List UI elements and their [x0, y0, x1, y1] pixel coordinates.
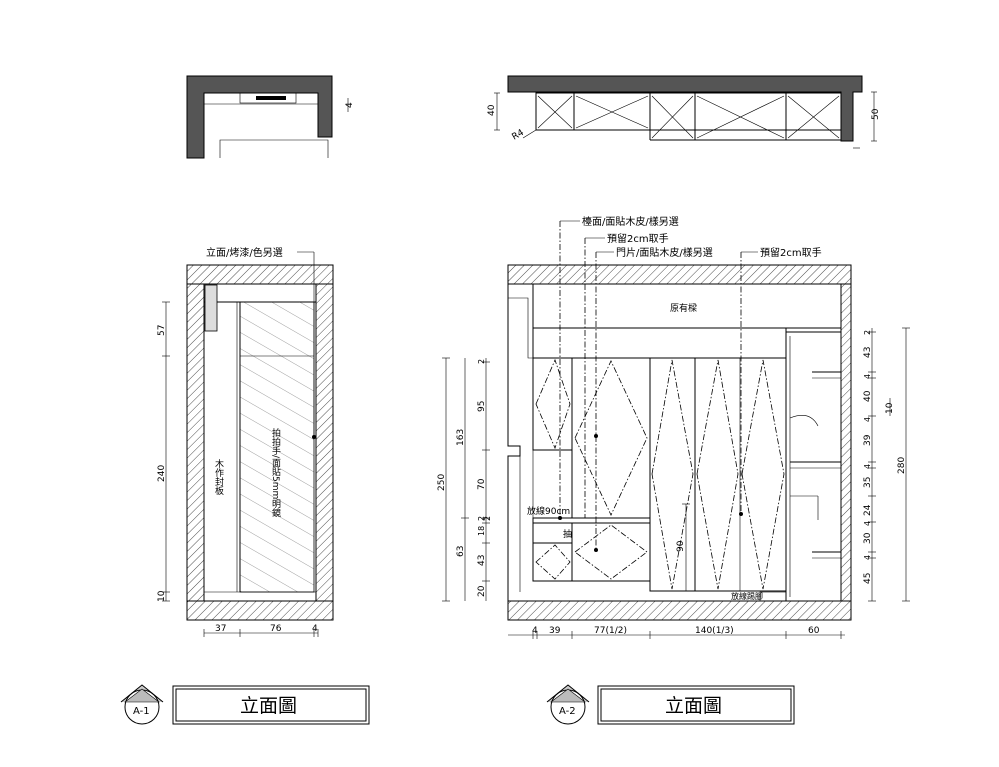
plan-view-a2: 40 50 R4: [487, 75, 881, 149]
dim-a2-10: 10: [885, 402, 895, 414]
title-block-a2: A-2 立面圖: [546, 684, 795, 725]
dim-a2-r-24: 24: [863, 504, 873, 516]
dim-a1-57: 57: [157, 325, 167, 336]
dim-a2-l-95: 95: [477, 401, 487, 412]
dim-a2-r-4c: 4: [863, 464, 872, 469]
title-a2: 立面圖: [665, 695, 722, 717]
label-mirror: 拍拍手/面貼5mm明鏡: [270, 427, 281, 518]
dim-a2-r-4e: 4: [863, 555, 872, 560]
elevation-a1: 立面/烤漆/色另選 木作封板 拍拍手/面貼5mm明鏡 57 240 10 37 …: [157, 246, 334, 637]
dim-a2-l-18: 18: [477, 526, 486, 536]
dim-a2-r-39: 39: [863, 434, 873, 446]
plan-view-a1: 4: [186, 75, 355, 159]
dim-a2-l-2a: 2: [477, 359, 486, 364]
dim-a2-r-35: 35: [863, 477, 873, 488]
dim-a1-37: 37: [215, 624, 226, 634]
dim-a2-63: 63: [456, 546, 466, 557]
label-wire-baseboard: 放線踢腳: [731, 591, 763, 601]
callout-door: 門片/面貼木皮/樣另選: [616, 246, 713, 259]
dim-a2-l-20: 20: [477, 585, 487, 597]
label-existing-beam: 原有樑: [670, 302, 697, 314]
dim-a2-l-2b: 2: [477, 516, 486, 521]
dim-a1-76: 76: [270, 624, 282, 634]
callout-pull-1: 預留2cm取手: [607, 232, 669, 245]
dim-a2-r-30: 30: [863, 532, 873, 544]
tag-a1: A-1: [133, 706, 150, 717]
dim-a2-r-4d: 4: [863, 521, 872, 526]
callout-counter: 檯面/面貼木皮/樣另選: [582, 215, 679, 228]
dim-a2-280: 280: [897, 457, 907, 474]
callout-wall-paint: 立面/烤漆/色另選: [206, 246, 283, 259]
dim-a2-r-2: 2: [863, 330, 872, 335]
dim-a2-l-70: 70: [477, 478, 487, 490]
dim-a2-b-60: 60: [808, 626, 820, 636]
dim-a2-90: 90: [676, 540, 686, 552]
dim-a2-b-4: 4: [532, 626, 538, 636]
dim-a2-b-140: 140(1/3): [695, 626, 734, 636]
dim-a2-r-45: 45: [863, 573, 873, 584]
label-drawer: 抽: [563, 528, 572, 540]
dim-a2-r-4b: 4: [863, 417, 872, 422]
dim-a2-r-4a: 4: [863, 374, 872, 379]
dim-a2-r-43: 43: [863, 347, 873, 358]
dim-a1-10: 10: [157, 590, 167, 602]
label-wire-opening: 放線90cm: [527, 505, 570, 517]
dim-a2-250: 250: [437, 474, 447, 491]
dim-a2-l-43: 43: [477, 555, 487, 566]
callout-pull-2: 預留2cm取手: [760, 246, 822, 259]
dim-a2-b-39: 39: [549, 626, 561, 636]
label-wood-panel: 木作封板: [213, 458, 224, 496]
title-a1: 立面圖: [240, 695, 297, 717]
dim-a2-l-2c: 2: [483, 516, 492, 521]
plan-dim-40: 40: [487, 104, 497, 116]
dim-a1-4: 4: [312, 624, 318, 634]
dim-a1-240: 240: [157, 465, 167, 482]
plan-dim-a1: 4: [345, 102, 355, 108]
title-block-a1: A-1 立面圖: [120, 684, 370, 725]
plan-dim-50: 50: [871, 108, 881, 120]
tag-a2: A-2: [559, 706, 576, 717]
dim-a2-163: 163: [456, 429, 466, 446]
dim-a2-r-40: 40: [863, 390, 873, 402]
dim-a2-b-77: 77(1/2): [594, 626, 627, 636]
elevation-a2: 原有樑 抽 放線踢腳: [437, 215, 910, 639]
plan-radius-label: R4: [511, 128, 527, 143]
